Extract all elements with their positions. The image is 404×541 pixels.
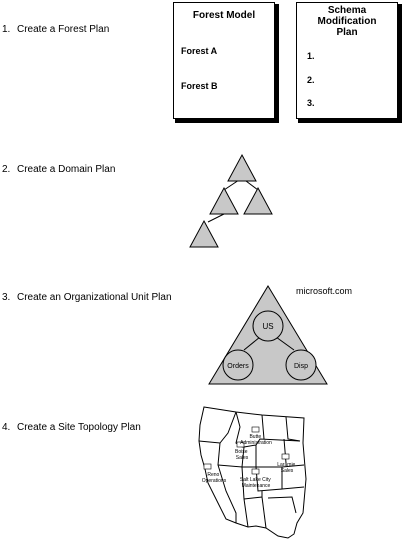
ou-node-orders: [222, 349, 254, 381]
site-label: Boise Sales: [235, 449, 249, 461]
site-label-line: Administration: [240, 440, 272, 446]
forest-item: Forest A: [181, 46, 218, 56]
step-ou-plan: 3. Create an Organizational Unit Plan: [2, 292, 172, 303]
ou-node-label: Disp: [294, 363, 308, 370]
site-building-icon: [281, 453, 290, 460]
schema-item: 3.: [307, 98, 315, 108]
site-label-line: Maintenance: [242, 483, 271, 489]
state-border: [261, 414, 265, 440]
site-label-line: Sales: [236, 455, 249, 461]
state-border: [267, 496, 297, 514]
domain-triangle-grandchild: [189, 219, 219, 248]
step-label: Create a Forest Plan: [17, 24, 110, 35]
domain-tree-diagram: [189, 153, 273, 248]
ou-node-label: US: [262, 322, 273, 331]
site-label: Butte Administration: [240, 434, 272, 446]
schema-item: 2.: [307, 75, 315, 85]
step-number: 2.: [2, 164, 11, 175]
domain-triangle-child: [209, 186, 239, 215]
domain-triangle-child: [243, 186, 273, 215]
site-building-icon: [251, 426, 260, 433]
step-number: 4.: [2, 422, 11, 433]
site-label: Laramie Sales: [277, 462, 296, 474]
ou-connector: [243, 336, 261, 351]
state-border: [261, 496, 267, 529]
step-forest-plan: 1. Create a Forest Plan: [2, 24, 109, 35]
step-number: 1.: [2, 24, 11, 35]
schema-plan-title: Schema Modification Plan: [297, 5, 397, 38]
site-label-line: Boise: [235, 449, 248, 455]
forest-item: Forest B: [181, 81, 218, 91]
site-label: Reno Operations: [202, 472, 227, 484]
step-number: 3.: [2, 292, 11, 303]
schema-title-line: Plan: [336, 27, 358, 38]
ou-node-disp: [285, 349, 317, 381]
site-label-line: Operations: [202, 478, 227, 484]
schema-title-line: Modification: [317, 16, 377, 27]
step-label: Create a Domain Plan: [17, 164, 116, 175]
ou-node-label: Orders: [227, 363, 249, 370]
site-label: Salt Lake City Maintenance: [240, 477, 272, 489]
state-border: [281, 464, 305, 468]
step-label: Create an Organizational Unit Plan: [17, 292, 172, 303]
state-border: [217, 442, 237, 523]
state-border: [281, 486, 305, 490]
domain-name-label: microsoft.com: [296, 286, 352, 296]
site-building-icon: [203, 463, 212, 470]
tree-connector: [207, 213, 225, 223]
step-site-plan: 4. Create a Site Topology Plan: [2, 422, 141, 433]
state-border: [241, 466, 249, 528]
state-border: [198, 411, 237, 444]
state-border: [243, 491, 263, 500]
step-label: Create a Site Topology Plan: [17, 422, 141, 433]
schema-title-line: Schema: [327, 5, 367, 16]
state-border: [283, 438, 287, 464]
site-label-line: Sales: [281, 468, 294, 474]
ou-connector: [275, 336, 295, 351]
site-building-icon: [236, 441, 245, 448]
step-domain-plan: 2. Create a Domain Plan: [2, 164, 115, 175]
forest-model-title: Forest Model: [192, 10, 256, 21]
state-border: [285, 416, 301, 442]
site-label-line: Salt Lake City: [240, 477, 271, 483]
site-label-line: Butte: [249, 434, 261, 440]
site-topology-map: Butte Administration Boise Sales Laramie…: [198, 406, 307, 539]
forest-model-document: Forest Model Forest A Forest B: [173, 2, 275, 119]
site-label-line: Reno: [207, 472, 219, 478]
state-border: [243, 438, 301, 448]
schema-item: 1.: [307, 51, 315, 61]
domain-triangle-root: [227, 153, 257, 182]
ou-plan-diagram: microsoft.com US Orders Disp: [208, 285, 352, 385]
site-label-line: Laramie: [277, 462, 295, 468]
site-building-icon: [251, 468, 260, 475]
ou-node-us: [252, 310, 284, 342]
schema-plan-document: Schema Modification Plan 1. 2. 3.: [296, 2, 398, 119]
